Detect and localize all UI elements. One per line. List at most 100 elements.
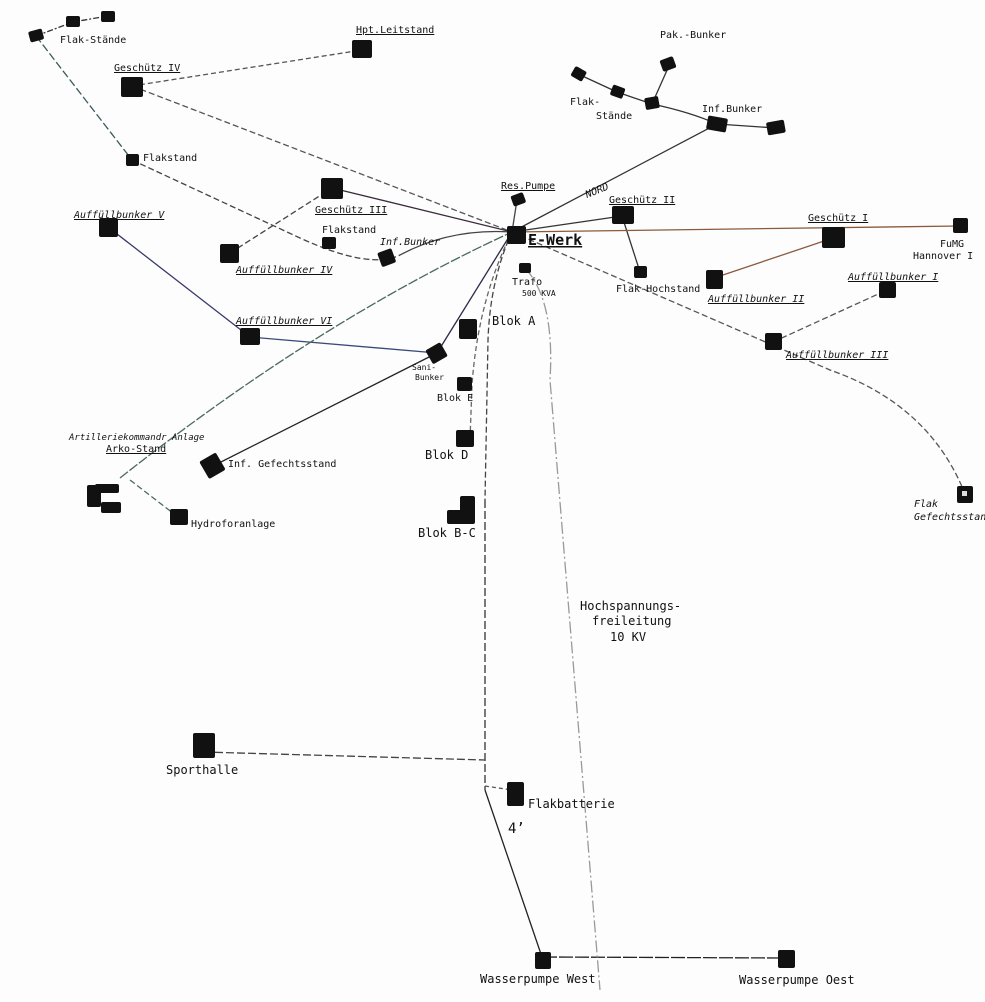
cable-geschuetz-iii-to-ewerk bbox=[331, 187, 513, 233]
label-fumg-2: Hannover I bbox=[913, 251, 973, 262]
bunker-flakbatterie bbox=[507, 782, 524, 806]
label-trafo-kva: 500 KVA bbox=[522, 289, 556, 298]
bunker-hpt-leitstand bbox=[352, 40, 372, 58]
label-auffuellbunker-v: Auffüllbunker V bbox=[73, 210, 165, 221]
label-inf-bunker-mid: Inf.Bunker bbox=[380, 237, 440, 248]
label-flakstand-mid: Flakstand bbox=[322, 225, 376, 236]
label-sani-bunker-2: Bunker bbox=[415, 373, 444, 382]
label-auffuellbunker-ii: Auffüllbunker II bbox=[707, 294, 804, 305]
label-flak-gefechtsstand-2: Gefechtsstand bbox=[914, 512, 985, 523]
label-hochspannung-3: 10 KV bbox=[610, 630, 646, 644]
cable-wasserpumpe-west-oest bbox=[542, 956, 787, 959]
bunker-ne-end bbox=[766, 119, 786, 136]
label-flak-staende-ne-1: Flak- bbox=[570, 97, 600, 108]
buildings bbox=[28, 11, 973, 969]
cable-geschuetz-ii-to-hochstand bbox=[621, 215, 641, 273]
bunker-flakstand-nw bbox=[126, 154, 139, 166]
label-artillerie-anlage: Artilleriekommandr Anlage bbox=[68, 433, 204, 443]
label-flak-staende-nw: Flak-Stände bbox=[60, 35, 126, 46]
cable-ewerk-to-inf-bunker-ne bbox=[511, 123, 718, 233]
bunker-blok-a bbox=[459, 319, 477, 339]
label-hochspannung-2: freileitung bbox=[592, 614, 671, 628]
bunker-res-pumpe bbox=[510, 192, 526, 207]
bunker-auffuell-ii bbox=[706, 270, 723, 289]
bunker-geschuetz-iii bbox=[321, 178, 343, 199]
label-sani-bunker-1: Sani- bbox=[412, 363, 436, 372]
bunker-pak bbox=[659, 56, 677, 72]
label-hydroforanlage: Hydroforanlage bbox=[191, 519, 275, 530]
cable-to-wasserpumpe-west bbox=[484, 789, 544, 961]
bunker-auffuell-i bbox=[879, 282, 896, 298]
bunker-hydrofor bbox=[170, 509, 188, 525]
cable-geschuetz-iv-to-ewerk bbox=[131, 85, 513, 233]
cable-flak-staende-to-flakstand bbox=[35, 35, 133, 161]
bunker-blok-d bbox=[456, 430, 474, 447]
bunker-geschuetz-iv bbox=[121, 77, 143, 97]
cable-ewerk-to-flakgefechtsstand bbox=[511, 231, 966, 495]
label-blok-d: Blok D bbox=[425, 448, 468, 462]
bunker-auffuell-v bbox=[99, 218, 118, 237]
label-auffuellbunker-i: Auffüllbunker I bbox=[847, 272, 938, 283]
bunker-inf-mid bbox=[377, 248, 396, 267]
label-inf-bunker-ne: Inf.Bunker bbox=[702, 104, 762, 115]
cable-lines bbox=[35, 15, 966, 991]
cable-sani-to-inf-gefechtsstand bbox=[212, 352, 438, 467]
cable-infbunker-to-ewerk bbox=[399, 230, 513, 256]
label-nord: NORD bbox=[583, 182, 610, 202]
label-geschuetz-ii: Geschütz II bbox=[609, 195, 675, 206]
bunker-auffuell-iii bbox=[765, 333, 782, 350]
bunker-flak-hochstand bbox=[634, 266, 647, 278]
bunker-flak-stand-nw-2 bbox=[66, 16, 80, 27]
label-hochspannung-1: Hochspannungs- bbox=[580, 599, 681, 613]
label-inf-gefechtsstand: Inf. Gefechtsstand bbox=[228, 459, 336, 470]
label-blok-a: Blok A bbox=[492, 314, 536, 328]
label-auffuellbunker-iv: Auffüllbunker IV bbox=[235, 265, 333, 276]
bunker-flak-stand-ne-2 bbox=[610, 84, 626, 99]
bunker-inf-gefechtsstand bbox=[199, 453, 225, 479]
label-res-pumpe: Res.Pumpe bbox=[501, 181, 555, 192]
cable-ewerk-to-blok-a bbox=[484, 231, 513, 501]
bunker-trafo bbox=[519, 263, 531, 273]
label-trafo: Trafo bbox=[512, 277, 542, 288]
cable-ewerk-to-fumg bbox=[511, 225, 961, 233]
bunker-flak-stand-nw-3 bbox=[101, 11, 115, 22]
cable-ewerk-to-geschuetz-ii bbox=[511, 215, 623, 233]
hochspannung-line bbox=[524, 267, 601, 991]
cable-geschuetz-iv-to-leitstand bbox=[131, 49, 363, 87]
label-geschuetz-i: Geschütz I bbox=[808, 213, 868, 224]
bunker-wasserpumpe-oest bbox=[778, 950, 795, 968]
cable-arko-to-hydrofor bbox=[129, 479, 179, 518]
label-four-inch: 4’ bbox=[508, 821, 525, 837]
label-hpt-leitstand: Hpt.Leitstand bbox=[356, 25, 434, 36]
label-flak-staende-ne-2: Stände bbox=[596, 111, 632, 122]
bunker-wasserpumpe-west bbox=[535, 952, 551, 969]
cable-auffuell-iv-to-geschuetz-iii bbox=[229, 187, 333, 254]
label-fumg-1: FuMG bbox=[940, 239, 964, 250]
flak-gefechtsstand-marker bbox=[962, 491, 967, 496]
bunker-auffuell-vi bbox=[240, 328, 260, 345]
bunker-flakstand-mid bbox=[322, 237, 336, 249]
cable-arko-to-ewerk bbox=[119, 231, 513, 479]
cable-auffuell-v-to-vi bbox=[107, 226, 251, 338]
bunker-inf-ne bbox=[706, 115, 728, 133]
label-flakbatterie: Flakbatterie bbox=[528, 797, 615, 811]
bunker-fumg bbox=[953, 218, 968, 233]
bunker-geschuetz-i bbox=[822, 227, 845, 248]
label-geschuetz-iii: Geschütz III bbox=[315, 205, 387, 216]
label-blok-bc: Blok B-C bbox=[418, 526, 476, 540]
label-blok-e: Blok E bbox=[437, 393, 473, 404]
label-flak-gefechtsstand-1: Flak bbox=[914, 499, 938, 510]
bunker-flak-stand-ne-3 bbox=[644, 96, 660, 110]
bunker-arko-stand bbox=[87, 484, 121, 513]
bunker-flak-stand-ne-1 bbox=[571, 66, 587, 82]
label-e-werk: E-Werk bbox=[528, 231, 582, 249]
cable-sani-to-ewerk bbox=[436, 231, 513, 354]
label-pak-bunker: Pak.-Bunker bbox=[660, 30, 726, 41]
label-arko-stand: Arko-Stand bbox=[106, 444, 166, 455]
label-auffuellbunker-vi: Auffüllbunker VI bbox=[235, 316, 332, 327]
label-sporthalle: Sporthalle bbox=[166, 763, 238, 777]
bunker-auffuell-iv bbox=[220, 244, 239, 263]
cable-auffuell-iii-to-i bbox=[772, 289, 888, 343]
bunker-blok-bc bbox=[447, 496, 475, 524]
